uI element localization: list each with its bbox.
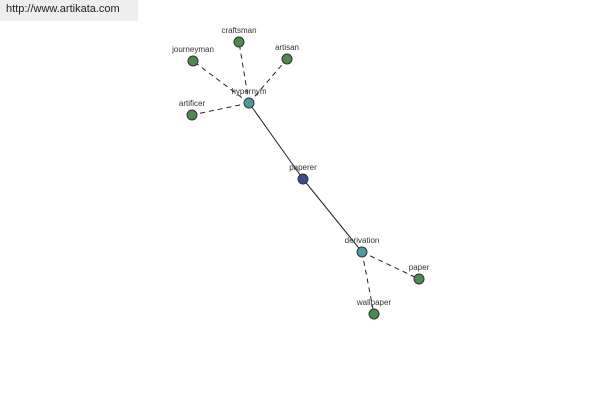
node-label-journeyman: journeyman bbox=[171, 45, 214, 54]
node-derivation[interactable]: derivation bbox=[345, 236, 380, 258]
node-circle-wallpaper[interactable] bbox=[368, 308, 380, 320]
edge-hypernym-artificer bbox=[191, 102, 250, 116]
node-artificer[interactable]: artificer bbox=[179, 99, 206, 121]
node-label-hypernym: hypernym bbox=[231, 87, 266, 96]
node-paperer[interactable]: paperer bbox=[289, 163, 317, 185]
node-wallpaper[interactable]: wallpaper bbox=[356, 298, 392, 320]
node-circle-derivation[interactable] bbox=[356, 246, 368, 258]
node-hypernym[interactable]: hypernym bbox=[231, 87, 267, 109]
edge-hypernym-craftsman bbox=[238, 41, 250, 104]
edge-paperer-hypernym bbox=[248, 102, 304, 180]
edge-hypernym-journeyman bbox=[192, 60, 250, 104]
node-circle-artificer[interactable] bbox=[186, 109, 198, 121]
node-label-artificer: artificer bbox=[179, 99, 206, 108]
node-journeyman[interactable]: journeyman bbox=[171, 45, 214, 67]
node-artisan[interactable]: artisan bbox=[275, 43, 299, 65]
node-label-paperer: paperer bbox=[289, 163, 317, 172]
node-label-derivation: derivation bbox=[345, 236, 380, 245]
source-url-banner[interactable]: http://www.artikata.com bbox=[0, 0, 138, 21]
node-label-craftsman: craftsman bbox=[221, 26, 256, 35]
node-label-artisan: artisan bbox=[275, 43, 299, 52]
node-circle-paper[interactable] bbox=[413, 273, 425, 285]
edge-hypernym-artisan bbox=[248, 58, 288, 104]
node-craftsman[interactable]: craftsman bbox=[221, 26, 257, 48]
node-label-wallpaper: wallpaper bbox=[356, 298, 392, 307]
node-circle-hypernym[interactable] bbox=[243, 97, 255, 109]
nodes-layer: paperer hypernym derivation craftsman journe… bbox=[171, 26, 430, 320]
node-paper[interactable]: paper bbox=[409, 263, 430, 285]
node-label-paper: paper bbox=[409, 263, 430, 272]
node-circle-journeyman[interactable] bbox=[187, 55, 199, 67]
node-circle-artisan[interactable] bbox=[281, 53, 293, 65]
edges-layer bbox=[191, 41, 420, 315]
edge-paperer-derivation bbox=[302, 178, 363, 253]
edge-derivation-paper bbox=[361, 251, 420, 280]
node-circle-craftsman[interactable] bbox=[233, 36, 245, 48]
node-circle-paperer[interactable] bbox=[297, 173, 309, 185]
edge-derivation-wallpaper bbox=[361, 251, 375, 315]
